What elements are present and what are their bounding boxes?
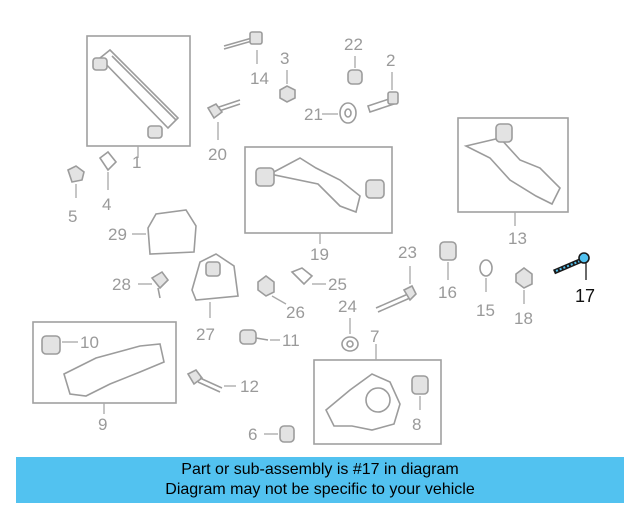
callout-21[interactable]: 21 (304, 105, 323, 124)
callout-4[interactable]: 4 (102, 195, 111, 214)
callout-8[interactable]: 8 (412, 415, 421, 434)
callout-1[interactable]: 1 (132, 153, 141, 172)
info-banner: Part or sub-assembly is #17 in diagram D… (16, 457, 624, 503)
callout-9[interactable]: 9 (98, 415, 107, 434)
part-6[interactable]: 6 (248, 425, 295, 444)
callout-3[interactable]: 3 (280, 49, 289, 68)
callout-24[interactable]: 24 (338, 297, 357, 316)
callout-18[interactable]: 18 (514, 309, 533, 328)
part-5[interactable]: 5 (67, 165, 85, 226)
callout-14[interactable]: 14 (250, 69, 269, 88)
part-17-highlighted[interactable]: 17 (553, 252, 595, 306)
part-group-9[interactable]: 10 9 (32, 321, 177, 434)
part-12[interactable]: 12 (186, 368, 259, 396)
callout-17[interactable]: 17 (575, 286, 595, 306)
part-group-7[interactable]: 7 8 (313, 327, 442, 445)
part-2[interactable]: 2 (366, 51, 399, 114)
callout-28[interactable]: 28 (112, 275, 131, 294)
part-group-13[interactable]: 13 (457, 117, 569, 248)
callout-7[interactable]: 7 (370, 327, 379, 346)
part-26[interactable]: 26 (257, 275, 305, 322)
part-group-1[interactable]: 1 (86, 35, 191, 172)
callout-27[interactable]: 27 (196, 325, 215, 344)
part-14[interactable]: 14 (223, 31, 269, 88)
part-20[interactable]: 20 (206, 99, 241, 164)
callout-11[interactable]: 11 (282, 331, 300, 350)
callout-5[interactable]: 5 (68, 207, 77, 226)
part-4[interactable]: 4 (98, 150, 118, 214)
callout-12[interactable]: 12 (240, 377, 259, 396)
callout-20[interactable]: 20 (208, 145, 227, 164)
callout-10[interactable]: 10 (80, 333, 99, 352)
callout-19[interactable]: 19 (310, 245, 329, 264)
callout-29[interactable]: 29 (108, 225, 127, 244)
part-27[interactable]: 27 (191, 253, 239, 344)
callout-13[interactable]: 13 (508, 229, 527, 248)
callout-22[interactable]: 22 (344, 35, 363, 54)
part-28[interactable]: 28 (112, 270, 170, 299)
part-3[interactable]: 3 (279, 49, 296, 103)
callout-25[interactable]: 25 (328, 275, 347, 294)
part-21[interactable]: 21 (304, 102, 357, 124)
banner-line-1: Part or sub-assembly is #17 in diagram (181, 461, 459, 478)
banner-line-2: Diagram may not be specific to your vehi… (165, 481, 475, 498)
callout-23[interactable]: 23 (398, 243, 417, 262)
callout-2[interactable]: 2 (386, 51, 395, 70)
part-11[interactable]: 11 (239, 329, 300, 350)
part-15[interactable]: 15 (476, 259, 495, 320)
part-23[interactable]: 23 (375, 243, 417, 313)
part-25[interactable]: 25 (290, 267, 347, 294)
part-group-19[interactable]: 19 (244, 146, 393, 264)
part-29[interactable]: 29 (108, 209, 197, 255)
part-16[interactable]: 16 (438, 241, 457, 302)
part-18[interactable]: 18 (514, 267, 533, 328)
part-24[interactable]: 24 (338, 297, 359, 352)
callout-15[interactable]: 15 (476, 301, 495, 320)
callout-26[interactable]: 26 (286, 303, 305, 322)
part-22[interactable]: 22 (344, 35, 363, 85)
callout-6[interactable]: 6 (248, 425, 257, 444)
callout-16[interactable]: 16 (438, 283, 457, 302)
